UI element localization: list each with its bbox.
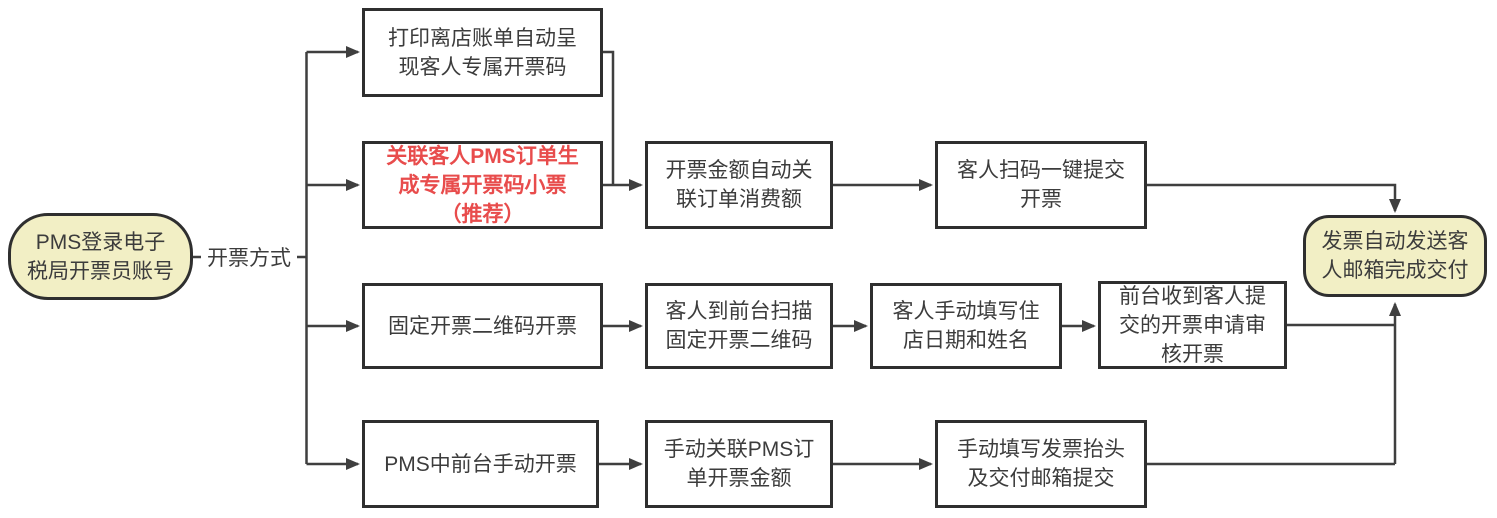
node-front-desk-review: 前台收到客人提 交的开票申请审 核开票 [1098, 281, 1287, 369]
node-manual-invoice-label: PMS中前台手动开票 [384, 452, 577, 476]
node-start-label: PMS登录电子 税局开票员账号 [27, 230, 174, 283]
node-guest-fill-info-label: 客人手动填写住 店日期和姓名 [892, 300, 1040, 352]
node-end: 发票自动发送客 人邮箱完成交付 [1303, 215, 1487, 297]
connector-guest-scan-to-end [1147, 183, 1401, 213]
node-guest-scan-submit-label: 客人扫码一键提交 开票 [957, 159, 1125, 211]
node-guest-scan-submit: 客人扫码一键提交 开票 [935, 141, 1147, 229]
node-fixed-qr-label: 固定开票二维码开票 [388, 314, 577, 338]
node-manual-fill-title: 手动填写发票抬头 及交付邮箱提交 [935, 420, 1147, 508]
node-pms-order-code-label: 关联客人PMS订单生 成专属开票码小票 （推荐） [386, 144, 579, 226]
node-manual-invoice: PMS中前台手动开票 [362, 420, 599, 508]
node-front-desk-scan: 客人到前台扫描 固定开票二维码 [645, 283, 833, 369]
node-manual-fill-title-label: 手动填写发票抬头 及交付邮箱提交 [957, 438, 1125, 490]
node-fixed-qr: 固定开票二维码开票 [362, 283, 603, 369]
node-auto-amount: 开票金额自动关 联订单消费额 [645, 141, 833, 229]
node-guest-fill-info: 客人手动填写住 店日期和姓名 [870, 283, 1062, 369]
node-print-bill-label: 打印离店账单自动呈 现客人专属开票码 [388, 26, 577, 79]
node-manual-link-order: 手动关联PMS订 单开票金额 [645, 420, 833, 508]
node-print-bill: 打印离店账单自动呈 现客人专属开票码 [362, 8, 603, 97]
node-front-desk-scan-label: 客人到前台扫描 固定开票二维码 [665, 300, 813, 352]
node-auto-amount-label: 开票金额自动关 联订单消费额 [665, 159, 813, 211]
node-front-desk-review-label: 前台收到客人提 交的开票申请审 核开票 [1119, 284, 1266, 366]
branch-label: 开票方式 [201, 242, 297, 272]
node-pms-order-code: 关联客人PMS订单生 成专属开票码小票 （推荐） [362, 141, 603, 229]
node-start: PMS登录电子 税局开票员账号 [8, 213, 193, 300]
connector-print-bill-merge [603, 50, 615, 185]
node-manual-link-order-label: 手动关联PMS订 单开票金额 [663, 438, 815, 490]
node-end-label: 发票自动发送客 人邮箱完成交付 [1321, 230, 1469, 282]
